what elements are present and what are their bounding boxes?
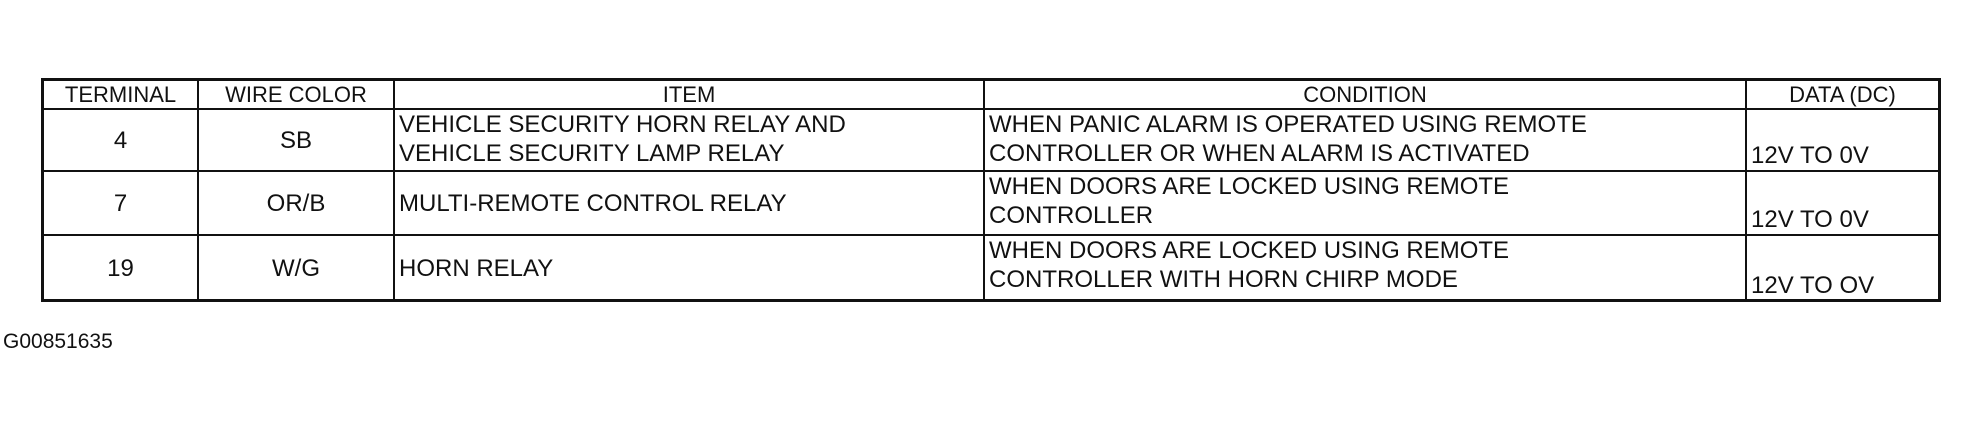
cell-data: 12V TO OV xyxy=(1745,234,1938,300)
item-line: VEHICLE SECURITY LAMP RELAY xyxy=(399,140,785,167)
condition-line: CONTROLLER OR WHEN ALARM IS ACTIVATED xyxy=(989,140,1530,167)
header-item: ITEM xyxy=(393,81,985,110)
cell-terminal: 4 xyxy=(44,108,199,172)
header-condition: CONDITION xyxy=(983,81,1747,110)
condition-line: WHEN DOORS ARE LOCKED USING REMOTE xyxy=(989,173,1510,200)
cell-terminal: 7 xyxy=(44,170,199,236)
cell-wire-color: SB xyxy=(197,108,395,172)
header-data: DATA (DC) xyxy=(1745,81,1938,110)
cell-item: HORN RELAY xyxy=(393,234,985,300)
table-header-row: TERMINAL WIRE COLOR ITEM CONDITION DATA … xyxy=(44,81,1938,110)
cell-data: 12V TO 0V xyxy=(1745,170,1938,236)
cell-wire-color: W/G xyxy=(197,234,395,300)
table-row: 4 SB VEHICLE SECURITY HORN RELAY AND VEH… xyxy=(44,108,1938,172)
cell-wire-color: OR/B xyxy=(197,170,395,236)
terminal-data-table: TERMINAL WIRE COLOR ITEM CONDITION DATA … xyxy=(44,81,1938,300)
header-terminal: TERMINAL xyxy=(44,81,199,110)
condition-line: WHEN DOORS ARE LOCKED USING REMOTE xyxy=(989,237,1510,264)
item-line: MULTI-REMOTE CONTROL RELAY xyxy=(399,189,787,217)
cell-item: VEHICLE SECURITY HORN RELAY AND VEHICLE … xyxy=(393,108,985,172)
table-row: 7 OR/B MULTI-REMOTE CONTROL RELAY WHEN D… xyxy=(44,170,1938,236)
cell-terminal: 19 xyxy=(44,234,199,300)
header-wire-color: WIRE COLOR xyxy=(197,81,395,110)
condition-line: WHEN PANIC ALARM IS OPERATED USING REMOT… xyxy=(989,111,1587,138)
condition-line: CONTROLLER WITH HORN CHIRP MODE xyxy=(989,266,1458,293)
cell-data: 12V TO 0V xyxy=(1745,108,1938,172)
item-line: VEHICLE SECURITY HORN RELAY AND xyxy=(399,111,846,138)
cell-condition: WHEN DOORS ARE LOCKED USING REMOTE CONTR… xyxy=(983,170,1747,236)
condition-line: CONTROLLER xyxy=(989,202,1154,229)
cell-condition: WHEN DOORS ARE LOCKED USING REMOTE CONTR… xyxy=(983,234,1747,300)
cell-condition: WHEN PANIC ALARM IS OPERATED USING REMOT… xyxy=(983,108,1747,172)
figure-code: G00851635 xyxy=(3,330,113,353)
item-line: HORN RELAY xyxy=(399,254,554,282)
table-row: 19 W/G HORN RELAY WHEN DOORS ARE LOCKED … xyxy=(44,234,1938,300)
terminal-data-table-frame: TERMINAL WIRE COLOR ITEM CONDITION DATA … xyxy=(41,78,1941,302)
cell-item: MULTI-REMOTE CONTROL RELAY xyxy=(393,170,985,236)
